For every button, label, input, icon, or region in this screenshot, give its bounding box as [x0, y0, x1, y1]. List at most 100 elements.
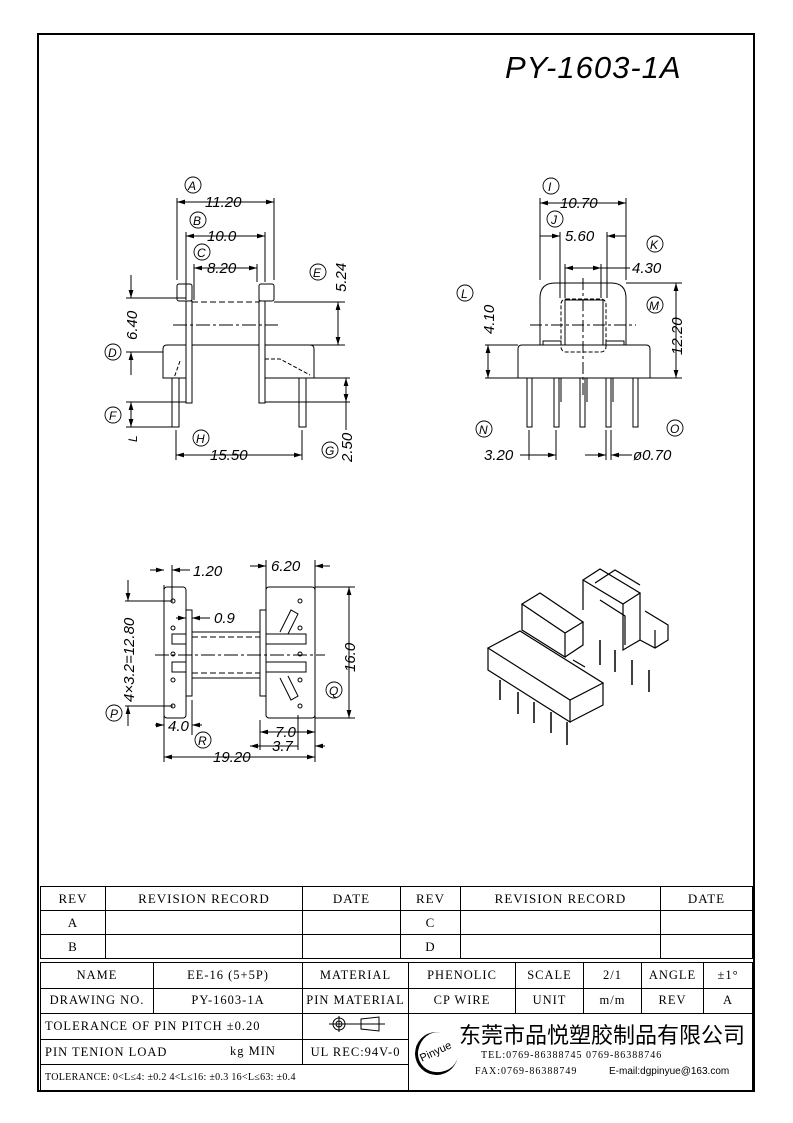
title-block: NAME EE-16 (5+5P) MATERIAL PHENOLIC SCAL… — [39, 962, 754, 1091]
projection-symbol — [302, 1013, 410, 1040]
cell — [460, 934, 661, 959]
label-k: K — [650, 238, 659, 252]
dim-k-value: 4.30 — [632, 260, 662, 277]
dim-a-value: 11.20 — [205, 194, 242, 211]
cell: A — [40, 910, 106, 935]
pin-material-value: CP WIRE — [408, 987, 517, 1015]
name-value: EE-16 (5+5P) — [152, 962, 304, 989]
drawing-title: PY-1603-1A — [505, 50, 682, 85]
side-view: 10.70 5.60 4.30 4.10 12.20 3.20 ø0.70 — [481, 195, 686, 464]
label-n: N — [479, 423, 488, 437]
cell — [660, 910, 753, 935]
label-h: H — [196, 432, 205, 446]
rev-value: A — [703, 987, 754, 1015]
rev-label: REV — [641, 987, 705, 1015]
label-r: R — [198, 734, 207, 748]
label-e: E — [313, 266, 322, 280]
cell — [302, 934, 401, 959]
pin-pitch-tolerance: TOLERANCE OF PIN PITCH ±0.20 — [39, 1013, 304, 1040]
general-tolerance: TOLERANCE: 0<L≤4: ±0.2 4<L≤16: ±0.3 16<L… — [39, 1064, 410, 1091]
label-a: A — [187, 179, 196, 193]
drawing-no-value: PY-1603-1A — [152, 987, 304, 1015]
dim-37-value: 3.7 — [272, 738, 294, 755]
dim-i-value: 10.70 — [560, 195, 598, 212]
cell: C — [400, 910, 461, 935]
pin-load-unit: kg MIN — [230, 1044, 276, 1058]
cell: B — [40, 934, 106, 959]
label-i: I — [548, 180, 552, 194]
company-email: E-mail:dgpinyue@163.com — [609, 1066, 730, 1078]
drawing-no-label: DRAWING NO. — [40, 987, 154, 1015]
dim-70-value: 7.0 — [275, 724, 297, 741]
header-revision-record-2: REVISION RECORD — [460, 886, 661, 911]
reference-labels: A B C D E F G H I J K L M N O P Q R — [104, 176, 684, 749]
dim-1920-value: 19.20 — [213, 749, 251, 766]
dim-m-value: 12.20 — [669, 317, 686, 355]
label-f: F — [109, 409, 117, 423]
name-label: NAME — [40, 962, 154, 989]
unit-value: m/m — [583, 987, 643, 1015]
dim-c-value: 8.20 — [207, 260, 237, 277]
cell — [460, 910, 661, 935]
dim-e-value: 5.24 — [333, 263, 350, 292]
third-angle-projection-icon — [328, 1016, 385, 1033]
label-g: G — [325, 444, 334, 458]
drawing-frame — [37, 33, 755, 1092]
dim-d-value: 6.40 — [124, 310, 141, 340]
header-date: DATE — [302, 886, 401, 911]
bottom-view: 1.20 6.20 0.9 4×3.2=12.80 16.0 4.0 7.0 3… — [121, 558, 359, 766]
dim-n-value: 3.20 — [484, 447, 514, 464]
isometric-view — [486, 568, 669, 745]
pin-load-spacer — [293, 1038, 304, 1066]
dim-pitch-value: 4×3.2=12.80 — [121, 617, 138, 702]
angle-value: ±1° — [703, 962, 754, 989]
dim-40-value: 4.0 — [168, 718, 190, 735]
cell — [105, 910, 303, 935]
dim-f-value: L — [126, 435, 140, 442]
dim-b-value: 10.0 — [207, 228, 237, 245]
label-j: J — [550, 213, 558, 227]
dim-09-value: 0.9 — [214, 610, 236, 627]
header-revision-record: REVISION RECORD — [105, 886, 303, 911]
dim-120-value: 1.20 — [193, 563, 223, 580]
angle-label: ANGLE — [641, 962, 705, 989]
dim-g-value: 2.50 — [339, 432, 356, 463]
label-l: L — [461, 287, 468, 301]
label-o: O — [670, 422, 679, 436]
company-name: 东莞市品悦塑胶制品有限公司 — [459, 1024, 746, 1050]
dim-j-value: 5.60 — [565, 228, 595, 245]
company-block: Pinyue 东莞市品悦塑胶制品有限公司 TEL:0769-86388745 0… — [408, 1013, 754, 1091]
header-rev-2: REV — [400, 886, 461, 911]
pin-material-label: PIN MATERIAL — [302, 987, 410, 1015]
material-label: MATERIAL — [302, 962, 410, 989]
cell: D — [400, 934, 461, 959]
dim-620-value: 6.20 — [271, 558, 301, 575]
header-date-2: DATE — [660, 886, 753, 911]
scale-label: SCALE — [515, 962, 585, 989]
company-tel: TEL:0769-86388745 0769-86388746 — [481, 1050, 663, 1062]
pin-load-label: PIN TENION LOAD — [40, 1038, 294, 1066]
label-m: M — [649, 299, 659, 313]
cell — [105, 934, 303, 959]
dim-o-value: ø0.70 — [633, 447, 672, 464]
label-p: P — [110, 707, 118, 721]
dim-h-value: 15.50 — [210, 447, 248, 464]
dim-l-value: 4.10 — [481, 304, 498, 334]
label-d: D — [108, 346, 117, 360]
unit-label: UNIT — [515, 987, 585, 1015]
scale-value: 2/1 — [583, 962, 643, 989]
header-rev: REV — [40, 886, 106, 911]
label-q: Q — [329, 684, 338, 698]
ul-rating: UL REC:94V-0 — [302, 1038, 410, 1066]
dim-160-value: 16.0 — [342, 642, 359, 672]
label-c: C — [197, 246, 206, 260]
cell — [660, 934, 753, 959]
material-value: PHENOLIC — [408, 962, 517, 989]
cell — [302, 910, 401, 935]
front-view: 11.20 10.0 8.20 6.40 5.24 L 2.50 15.50 — [124, 194, 356, 464]
